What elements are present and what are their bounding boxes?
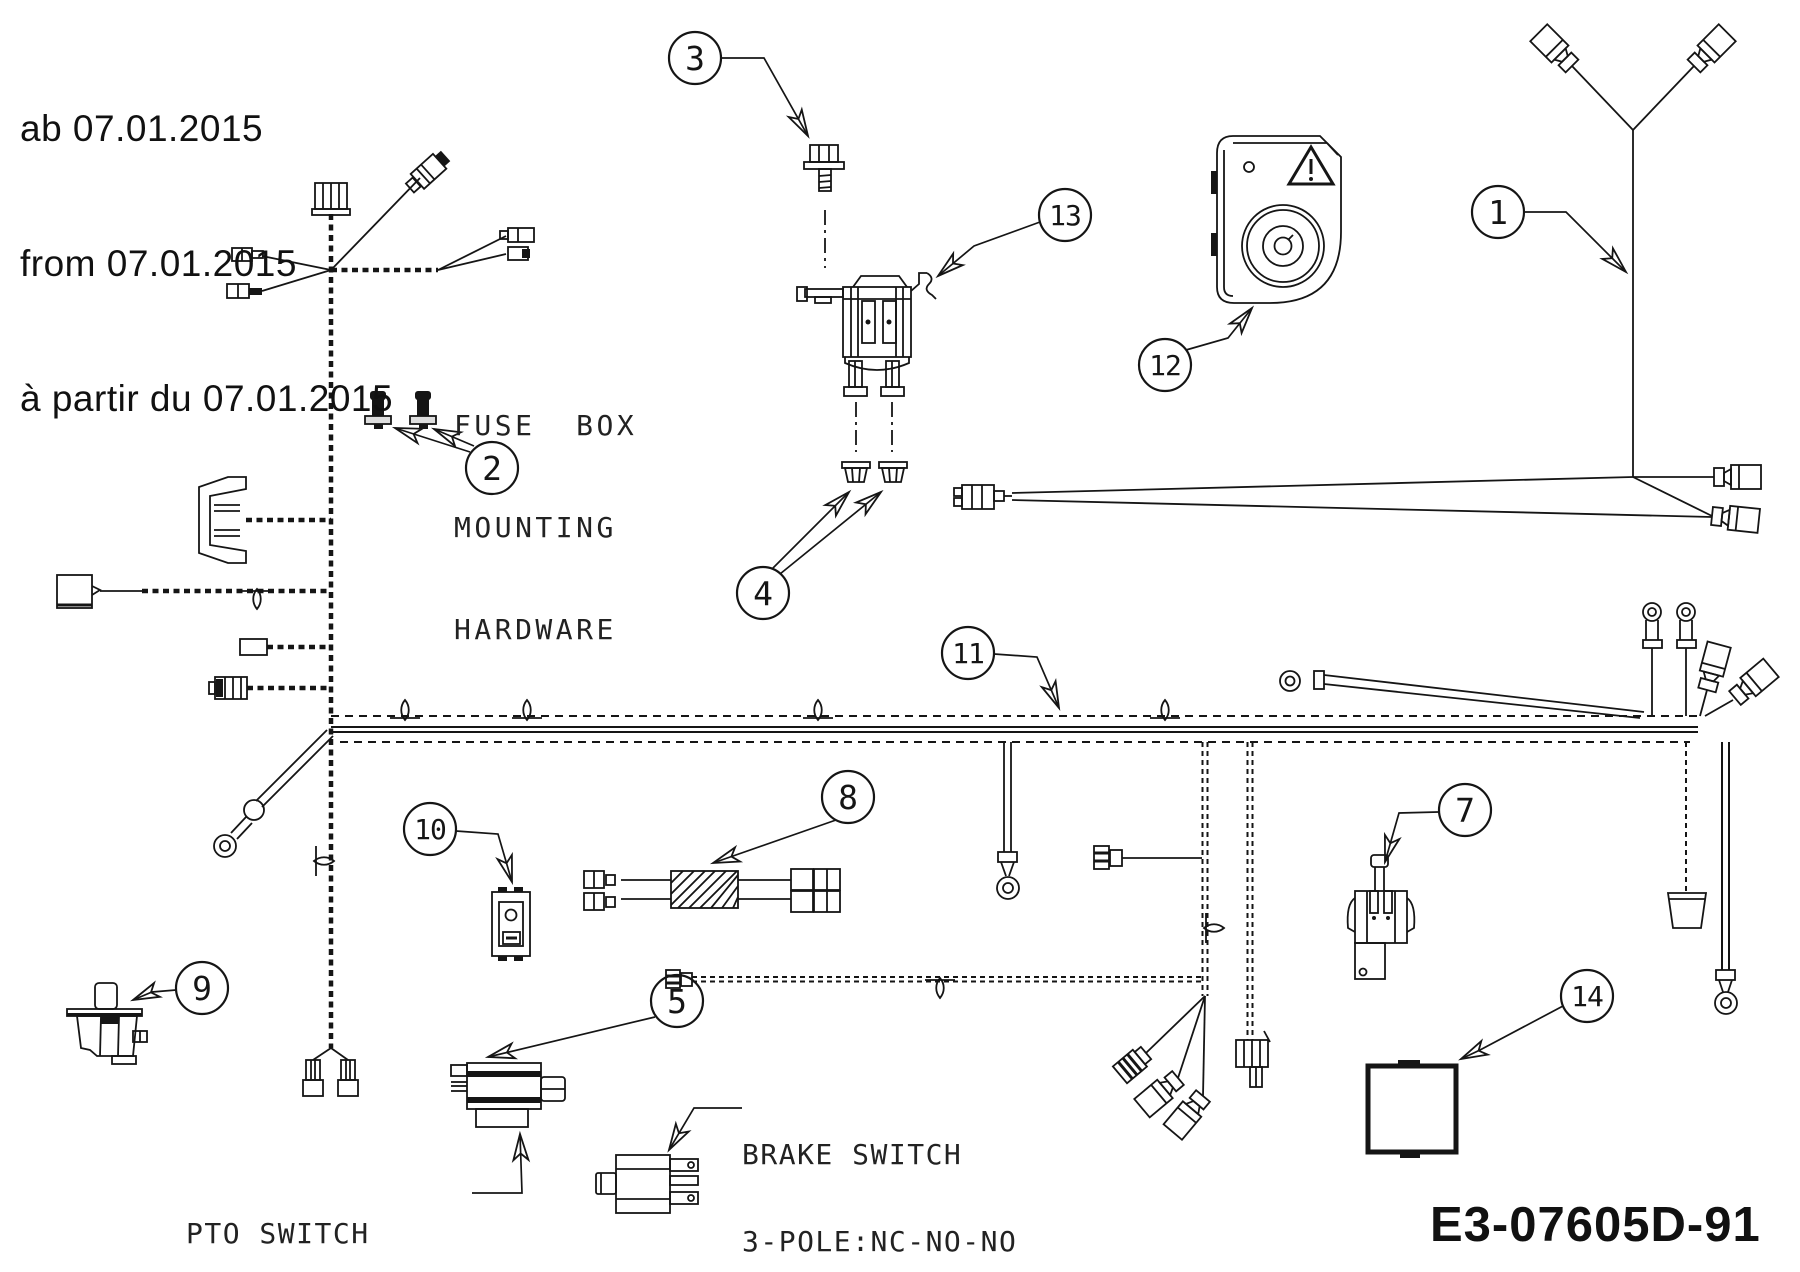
main-harness [313,214,1698,1048]
callout-14: 14 [1559,968,1615,1024]
callout-10: 10 [402,801,458,857]
relay-box [56,574,93,609]
pto-switch-5 [450,1062,566,1128]
mounting-bolt-3 [809,144,839,163]
lower-branches [665,742,1271,1141]
callout-2: 2 [464,440,520,496]
ignition-module-12 [1211,135,1342,304]
svg-text:13: 13 [1049,199,1081,232]
svg-text:9: 9 [192,969,212,1008]
fuse-box-pigtail [925,272,937,300]
date-line-en: from 07.01.2015 [20,243,297,284]
callout-9: 9 [174,960,230,1016]
interlock-switch-9 [66,982,148,1065]
callout-8: 8 [820,769,876,825]
connector-housing [1235,1030,1271,1088]
fuse-box-label: FUSE BOX MOUNTING HARDWARE [454,409,638,646]
pto-switch-label: PTO SWITCH 3-POLE:NO-NC-NC [186,1217,370,1250]
harness-terminal [337,1059,359,1097]
callout-11: 11 [940,625,996,681]
right-cable-cluster [953,464,1780,1015]
callout-5: 5 [649,973,705,1029]
mounting-bracket [198,476,247,564]
svg-text:7: 7 [1455,791,1475,830]
svg-text:2: 2 [482,449,502,488]
pto-label-leader [472,1130,531,1194]
date-line-fr: à partir du 07.01.2015 [20,378,394,419]
harness-terminal [302,1059,324,1097]
harness-top-branches [226,150,535,299]
validity-date-header: ab 07.01.2015 from 07.01.2015 à partir d… [20,16,393,511]
svg-text:12: 12 [1149,349,1181,382]
callout-12: 12 [1137,337,1193,393]
fuse-4 [841,461,871,483]
fuse-box-13 [796,144,937,483]
y-lead-1 [1529,23,1737,477]
callout-4: 4 [735,565,791,621]
svg-text:1: 1 [1488,193,1508,232]
part-number: E3-07605D-91 [1430,1198,1761,1252]
rubber-boot [1666,892,1708,929]
key-cylinder [1262,225,1304,267]
interlock-switch-7 [1346,854,1416,980]
brake-switch [595,1154,699,1214]
svg-text:4: 4 [753,574,773,613]
svg-text:3: 3 [685,39,705,78]
callouts: 1 2 3 4 5 7 8 9 10 11 12 13 14 [174,30,1615,1029]
connector-multi [208,676,248,700]
connector-2pin [1093,845,1123,870]
brake-switch-label: BRAKE SWITCH 3-POLE:NC-NO-NO [742,1138,1018,1258]
callout-1: 1 [1470,184,1526,240]
connector-angled [404,150,451,194]
svg-text:8: 8 [838,778,858,817]
left-branches [56,476,359,1097]
connector-4pin [953,484,1012,510]
callout-7: 7 [1437,782,1493,838]
brake-label-leader [667,1107,742,1153]
svg-text:5: 5 [667,982,687,1021]
module-box-14 [1365,1060,1459,1158]
connector-small [239,638,268,656]
battery-cable-ring [213,729,334,858]
svg-text:11: 11 [952,637,984,670]
callout-13: 13 [1037,187,1093,243]
callout-3: 3 [667,30,723,86]
fuse-4 [878,461,908,483]
callout-leaders [130,57,1629,1194]
svg-text:10: 10 [414,813,446,846]
fusible-link-8 [583,868,841,913]
rocker-switch-10 [491,887,531,961]
warning-triangle-icon [1286,144,1336,186]
date-line-de: ab 07.01.2015 [20,108,264,149]
svg-text:14: 14 [1571,980,1603,1013]
fuse-box-bracket [910,272,927,292]
